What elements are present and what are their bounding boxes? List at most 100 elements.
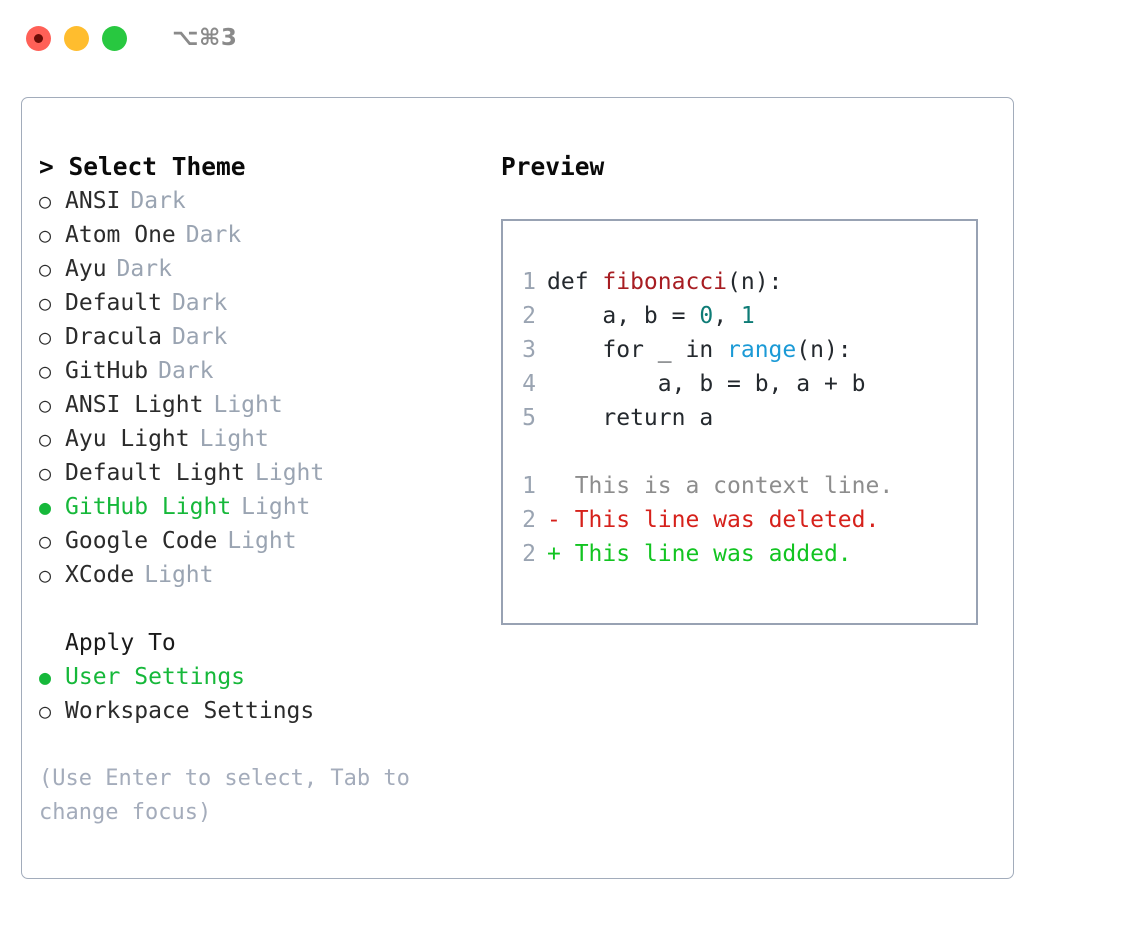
diff-line-text: This line was added. <box>560 541 852 567</box>
code-token-kw: def <box>547 269 603 295</box>
code-token-call: range <box>727 337 797 363</box>
window-controls <box>26 25 127 51</box>
preview-spacer <box>503 435 976 469</box>
code-line: 3 for _ in range(n): <box>503 333 976 367</box>
theme-option-label: ANSI Light <box>65 392 204 418</box>
line-number: 2 <box>522 541 536 567</box>
theme-option-label: Ayu Light <box>65 426 190 452</box>
radio-unselected-icon: ○ <box>39 393 52 417</box>
theme-option-label: Dracula <box>65 324 162 350</box>
theme-option-label: XCode <box>65 562 135 588</box>
apply-to-list: ● User Settings ○Workspace Settings <box>39 660 489 728</box>
diff-line-text: This is a context line. <box>560 473 894 499</box>
theme-variant-badge: Light <box>213 392 283 418</box>
line-number: 5 <box>522 405 536 431</box>
diff-line-added: 2 + This line was added. <box>503 537 976 571</box>
keyboard-shortcut-label: ⌥⌘3 <box>172 25 238 51</box>
theme-option-label: Google Code <box>65 528 218 554</box>
theme-option-default-light[interactable]: ○ Default Light Light <box>39 456 489 490</box>
list-spacer <box>39 592 489 626</box>
radio-unselected-icon: ○ <box>39 563 52 587</box>
apply-to-option-user-settings[interactable]: ● User Settings <box>39 660 489 694</box>
code-token-plain: (n): <box>796 337 852 363</box>
theme-option-ayu[interactable]: ○ Ayu Dark <box>39 252 489 286</box>
theme-option-label: Atom One <box>65 222 176 248</box>
code-line: 5 return a <box>503 401 976 435</box>
select-theme-heading: > Select Theme <box>39 152 246 181</box>
radio-unselected-icon: ○ <box>39 257 52 281</box>
theme-variant-badge: Dark <box>130 188 186 214</box>
code-token-num: 0 <box>699 303 714 329</box>
radio-unselected-icon: ○ <box>39 223 52 247</box>
code-line-text: a, b = 0, 1 <box>547 299 755 333</box>
code-line: 4 a, b = b, a + b <box>503 367 976 401</box>
preview-heading: Preview <box>501 152 605 181</box>
code-token-plain: a, b = b, a + b <box>547 371 866 397</box>
code-token-plain: (n): <box>727 269 783 295</box>
theme-variant-badge: Light <box>255 460 325 486</box>
theme-variant-badge: Dark <box>171 290 228 316</box>
diff-sample: 1 This is a context line.2- This line wa… <box>503 469 976 571</box>
diff-line-deleted: 2- This line was deleted. <box>503 503 976 537</box>
keyboard-hint-text: (Use Enter to select, Tab to change focu… <box>39 766 410 825</box>
close-button[interactable] <box>26 25 51 51</box>
radio-unselected-icon: ○ <box>39 427 52 451</box>
theme-option-ayu-light[interactable]: ○ Ayu Light Light <box>39 422 489 456</box>
code-token-num: 1 <box>740 303 755 329</box>
line-number: 1 <box>522 269 536 295</box>
radio-selected-icon: ● <box>39 495 52 519</box>
radio-unselected-icon: ○ <box>39 529 52 553</box>
minimize-button[interactable] <box>64 25 89 51</box>
theme-option-label: GitHub Light <box>65 494 232 520</box>
code-line: 2 a, b = 0, 1 <box>503 299 976 333</box>
line-number: 4 <box>522 371 536 397</box>
theme-variant-badge: Dark <box>158 358 214 384</box>
radio-unselected-icon: ○ <box>39 325 52 349</box>
theme-variant-badge: Light <box>199 426 269 452</box>
code-token-plain: a, b = <box>547 303 700 329</box>
radio-unselected-icon: ○ <box>39 699 52 723</box>
code-line-text: a, b = b, a + b <box>547 367 866 401</box>
theme-option-ansi[interactable]: ○ ANSI Dark <box>39 184 489 218</box>
code-token-plain: return a <box>547 405 714 431</box>
maximize-button[interactable] <box>102 25 127 51</box>
radio-unselected-icon: ○ <box>39 189 52 213</box>
theme-variant-badge: Light <box>241 494 311 520</box>
theme-option-github[interactable]: ○ GitHub Dark <box>39 354 489 388</box>
radio-selected-icon: ● <box>39 665 52 689</box>
theme-option-github-light[interactable]: ● GitHub Light Light <box>39 490 489 524</box>
title-bar: ⌥⌘3 <box>0 0 1140 76</box>
diff-sign: + <box>547 541 561 567</box>
code-line-text: def fibonacci(n): <box>547 265 782 299</box>
diff-line-context: 1 This is a context line. <box>503 469 976 503</box>
theme-option-label: GitHub <box>65 358 149 384</box>
radio-unselected-icon: ○ <box>39 461 52 485</box>
code-line-text: return a <box>547 401 713 435</box>
radio-unselected-icon: ○ <box>39 359 52 383</box>
line-number: 2 <box>522 303 536 329</box>
theme-option-label: Default <box>65 290 162 316</box>
code-token-fn: fibonacci <box>602 269 728 295</box>
code-token-plain: , <box>713 303 741 329</box>
apply-to-option-workspace-settings[interactable]: ○Workspace Settings <box>39 694 489 728</box>
line-number: 3 <box>522 337 536 363</box>
apply-to-heading: Apply To <box>65 630 176 656</box>
theme-option-ansi-light[interactable]: ○ ANSI Light Light <box>39 388 489 422</box>
theme-variant-badge: Dark <box>116 256 172 282</box>
apply-to-option-label: User Settings <box>65 664 246 690</box>
code-line-text: for _ in range(n): <box>547 333 852 367</box>
theme-option-label: Ayu <box>65 256 107 282</box>
diff-line-text: This line was deleted. <box>560 507 880 533</box>
theme-option-label: Default Light <box>65 460 246 486</box>
line-number: 1 <box>522 473 536 499</box>
theme-option-label: ANSI <box>65 188 121 214</box>
